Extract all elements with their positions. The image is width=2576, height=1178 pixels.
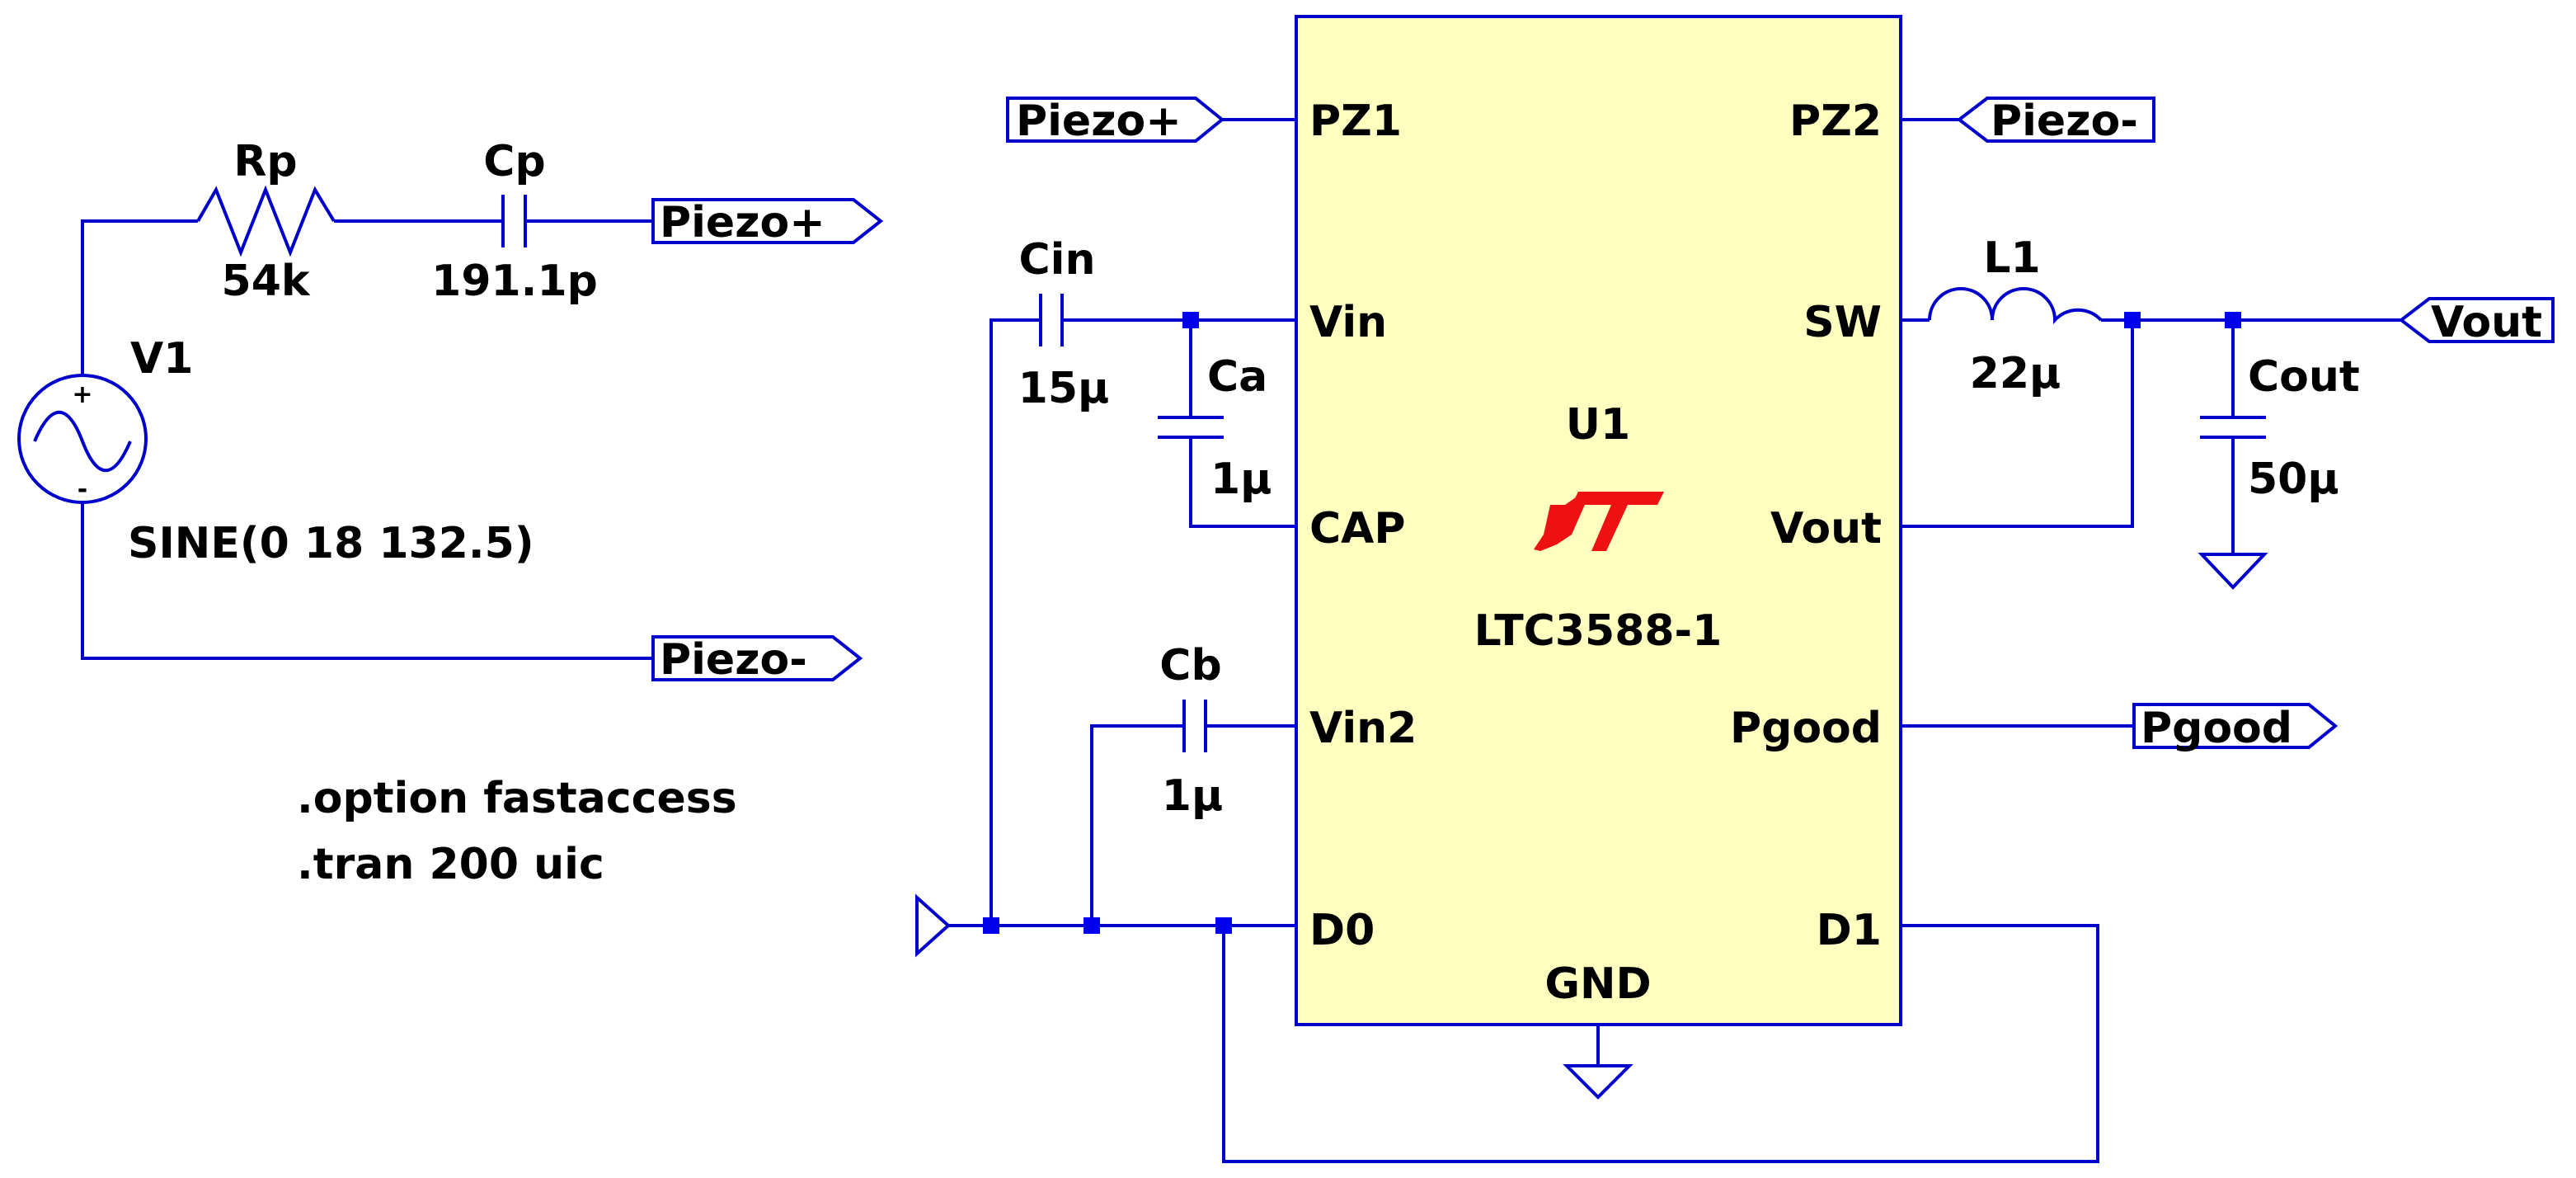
source-name: V1: [130, 334, 193, 384]
net-flag-pgood[interactable]: Pgood: [2132, 703, 2339, 753]
pin-label-vin2: Vin2: [1309, 704, 1417, 753]
junction-dot: [1182, 312, 1199, 328]
spice-directive: .tran 200 uic: [297, 840, 604, 889]
spice-directive: .option fastaccess: [297, 774, 737, 823]
capacitor-ca-symbol[interactable]: [1158, 416, 1224, 439]
junction-dot: [2124, 312, 2141, 328]
sine-source-symbol[interactable]: + -: [17, 374, 148, 504]
pin-label-vout: Vout: [1770, 504, 1882, 554]
rp-name: Rp: [233, 137, 297, 186]
ic-u1-body[interactable]: [1295, 15, 1902, 1026]
net-flag-label: Piezo+: [660, 198, 825, 247]
ic-part-number: LTC3588-1: [1474, 606, 1723, 656]
net-flag-label: Vout: [2431, 298, 2542, 347]
junction-dot: [2225, 312, 2241, 328]
net-flag-vout[interactable]: Vout: [2398, 297, 2555, 347]
ic-reference: U1: [1566, 400, 1630, 450]
ground-symbol: [915, 893, 951, 958]
cp-value: 191.1p: [431, 257, 598, 306]
wire: [1222, 924, 2099, 1163]
net-flag-piezo-plus[interactable]: Piezo+: [1006, 97, 1225, 146]
ca-value: 1µ: [1210, 455, 1272, 504]
linear-technology-logo: [1534, 492, 1664, 551]
cp-name: Cp: [483, 137, 545, 186]
cin-name: Cin: [1018, 235, 1095, 285]
net-flag-piezo-minus[interactable]: Piezo-: [1956, 97, 2155, 146]
pin-label-pz1: PZ1: [1309, 97, 1402, 146]
pin-label-d1: D1: [1817, 906, 1882, 955]
ground-symbol: [2198, 553, 2268, 590]
cin-value: 15µ: [1018, 364, 1110, 413]
pin-label-vin: Vin: [1309, 298, 1387, 347]
rp-value: 54k: [222, 257, 311, 306]
net-flag-piezo-minus[interactable]: Piezo-: [651, 635, 863, 685]
pin-label-cap: CAP: [1309, 504, 1406, 554]
net-flag-piezo-plus[interactable]: Piezo+: [651, 198, 884, 247]
source-minus-sign: -: [78, 475, 87, 504]
ca-name: Ca: [1207, 352, 1267, 402]
source-plus-sign: +: [72, 380, 92, 409]
capacitor-cout-symbol[interactable]: [2200, 416, 2266, 439]
cout-name: Cout: [2248, 352, 2360, 402]
net-flag-label: Piezo-: [1991, 97, 2138, 146]
cout-value: 50µ: [2248, 455, 2339, 504]
source-circuit: + - V1 SINE(0 18 132.5) Rp 54k Cp 191.1p…: [17, 137, 884, 889]
pin-label-pgood: Pgood: [1730, 704, 1882, 753]
wire: [81, 219, 198, 375]
wire: [1189, 437, 1296, 528]
junction-dot: [1084, 917, 1100, 934]
pin-label-gnd: GND: [1544, 959, 1651, 1009]
l1-name: L1: [1983, 233, 2040, 283]
net-flag-label: Pgood: [2141, 704, 2292, 753]
source-value: SINE(0 18 132.5): [128, 519, 534, 568]
harvester-circuit: PZ1 PZ2 Vin SW CAP Vout Vin2 Pgood D0 D1…: [915, 15, 2555, 1163]
ground-symbol: [1563, 1064, 1634, 1100]
l1-value: 22µ: [1970, 349, 2061, 398]
pin-label-pz2: PZ2: [1789, 97, 1882, 146]
net-flag-label: Piezo+: [1016, 97, 1182, 146]
capacitor-cp-symbol[interactable]: [501, 195, 527, 247]
wire: [1901, 320, 2134, 528]
inductor-l1-symbol[interactable]: [1928, 287, 2103, 325]
wire: [1090, 724, 1184, 926]
capacitor-cin-symbol[interactable]: [1039, 294, 1064, 346]
pin-label-sw: SW: [1803, 298, 1882, 347]
junction-dot: [983, 917, 999, 934]
net-flag-label: Piezo-: [660, 635, 807, 685]
capacitor-cb-symbol[interactable]: [1182, 700, 1207, 752]
cb-value: 1µ: [1162, 771, 1223, 821]
junction-dot: [1215, 917, 1232, 934]
resistor-rp-symbol[interactable]: [196, 185, 336, 257]
pin-label-d0: D0: [1309, 906, 1375, 955]
wire: [81, 502, 653, 660]
cb-name: Cb: [1159, 641, 1221, 690]
wire: [990, 318, 1041, 926]
